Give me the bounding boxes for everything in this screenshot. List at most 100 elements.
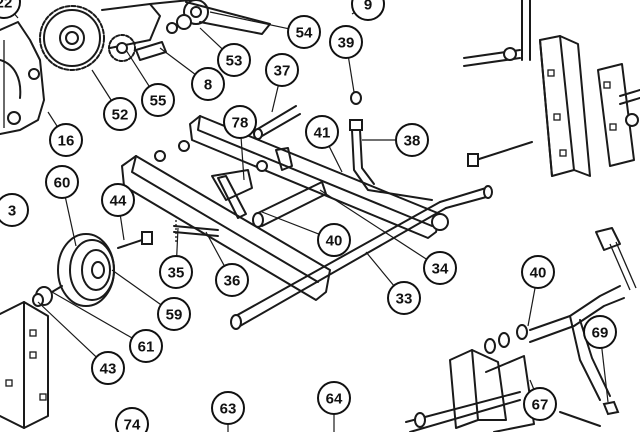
callout-number: 78 <box>232 115 249 132</box>
callout-number: 74 <box>124 417 141 432</box>
leader-line-c40b <box>527 287 536 327</box>
callout-circle <box>0 0 21 19</box>
callout-circle <box>583 315 617 349</box>
callout-circle <box>223 105 257 139</box>
callout-number: 69 <box>592 325 609 342</box>
pulley-assembly <box>32 231 153 307</box>
callout-circle <box>101 183 135 217</box>
leader-line-c41 <box>328 146 343 173</box>
callout-c39: 39 <box>329 25 363 59</box>
leader-lines <box>0 11 609 432</box>
callout-circle <box>129 329 163 363</box>
callout-c16: 16 <box>49 123 83 157</box>
callout-c44: 44 <box>101 183 135 217</box>
callout-circle <box>329 25 363 59</box>
callout-c8: 8 <box>191 67 225 101</box>
callout-circle <box>387 281 421 315</box>
leader-line-c59 <box>111 269 162 306</box>
callout-number: 61 <box>138 339 155 356</box>
callout-circle <box>191 67 225 101</box>
callout-c59: 59 <box>157 297 191 331</box>
swing-arm <box>121 91 493 330</box>
callout-c38: 38 <box>395 123 429 157</box>
gear-housing <box>0 0 271 135</box>
callout-c54: 54 <box>287 15 321 49</box>
callout-circle <box>217 43 251 77</box>
callout-number: 22 <box>0 0 12 12</box>
callout-circle <box>395 123 429 157</box>
callout-number: 39 <box>338 35 355 52</box>
callout-number: 35 <box>168 265 185 282</box>
callout-c67: 67 <box>523 387 557 421</box>
callout-number: 36 <box>224 273 241 290</box>
callout-number: 67 <box>532 397 549 414</box>
leader-line-c53 <box>199 27 223 50</box>
callout-c61: 61 <box>129 329 163 363</box>
callout-c60: 60 <box>45 165 79 199</box>
callout-c41: 41 <box>305 115 339 149</box>
callout-c9: 9 <box>351 0 385 21</box>
leader-line-c16 <box>47 111 58 127</box>
callout-c64: 64 <box>317 381 351 415</box>
callout-number: 43 <box>100 361 117 378</box>
leader-line-c43 <box>37 301 97 358</box>
leader-line-c37 <box>271 85 279 113</box>
callout-number: 64 <box>326 391 343 408</box>
callout-c40a: 40 <box>317 223 351 257</box>
callout-circle <box>141 83 175 117</box>
leader-line-c61 <box>51 291 133 339</box>
callout-c3: 3 <box>0 193 29 227</box>
callout-number: 40 <box>530 265 547 282</box>
callout-c74: 74 <box>115 407 149 432</box>
leader-line-c39 <box>347 57 355 93</box>
callout-circle <box>211 391 245 425</box>
leader-line-c36 <box>205 231 225 267</box>
callout-circle <box>423 251 457 285</box>
callout-circle <box>157 297 191 331</box>
callout-labels: 22 9 54 39 53 37 8 55 52 78 41 38 16 60 44 3 40 35 36 34 40 3… <box>0 0 617 432</box>
callout-number: 16 <box>58 133 75 150</box>
callout-number: 38 <box>404 133 421 150</box>
leader-line-c34 <box>319 189 427 260</box>
callout-number: 34 <box>432 261 449 278</box>
callout-number: 54 <box>296 25 313 42</box>
callout-number: 41 <box>314 125 331 142</box>
callout-number: 33 <box>396 291 413 308</box>
callout-c33: 33 <box>387 281 421 315</box>
leader-line-c67 <box>529 379 535 390</box>
leader-line-c33 <box>365 251 395 287</box>
callout-c55: 55 <box>141 83 175 117</box>
callout-c36: 36 <box>215 263 249 297</box>
callout-c63: 63 <box>211 391 245 425</box>
callout-circle <box>523 387 557 421</box>
leader-line-c8 <box>159 47 196 75</box>
callout-number: 3 <box>8 203 16 220</box>
leader-line-c69 <box>601 347 609 403</box>
callout-circle <box>0 193 29 227</box>
callout-circle <box>115 407 149 432</box>
leader-line-c44 <box>119 215 125 241</box>
leader-line-c78 <box>240 137 245 181</box>
callout-c43: 43 <box>91 351 125 385</box>
callout-c78: 78 <box>223 105 257 139</box>
callout-circle <box>317 381 351 415</box>
callout-number: 40 <box>326 233 343 250</box>
callout-c37: 37 <box>265 53 299 87</box>
callout-circle <box>287 15 321 49</box>
callout-circle <box>215 263 249 297</box>
callout-number: 9 <box>364 0 372 14</box>
leader-line-c40a <box>261 211 320 235</box>
callout-circle <box>159 255 193 289</box>
callout-circle <box>305 115 339 149</box>
callout-number: 53 <box>226 53 243 70</box>
callout-c22: 22 <box>0 0 21 19</box>
callout-c53: 53 <box>217 43 251 77</box>
callout-number: 52 <box>112 107 129 124</box>
callout-number: 37 <box>274 63 291 80</box>
callout-number: 8 <box>204 77 212 94</box>
callout-circle <box>49 123 83 157</box>
callout-number: 60 <box>54 175 71 192</box>
upper-right-bracket <box>463 0 640 177</box>
leader-line-c60 <box>64 197 77 247</box>
